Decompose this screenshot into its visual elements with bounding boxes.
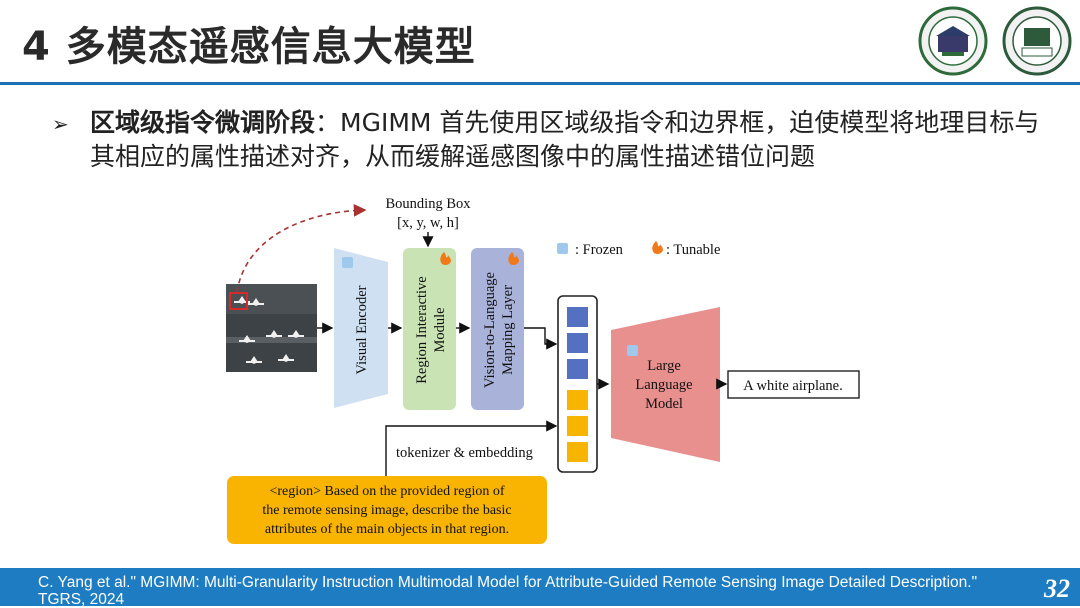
tunable-flame-icon: [508, 252, 519, 265]
output-text: A white airplane.: [743, 378, 842, 394]
bbox-title: Bounding Box: [386, 196, 472, 212]
legend-frozen-label: : Frozen: [575, 242, 624, 258]
region-interactive-block: [403, 248, 456, 410]
llm-label-2: Language: [635, 377, 692, 393]
footer-citation: C. Yang et al." MGIMM: Multi-Granularity…: [38, 574, 978, 608]
legend-tunable-icon: [652, 241, 663, 254]
bbox-coords: [x, y, w, h]: [397, 215, 459, 231]
visual-token: [567, 307, 588, 327]
text-token: [567, 442, 588, 462]
remote-sensing-image: [226, 284, 317, 372]
prompt-line-1: <region> Based on the provided region of: [269, 484, 504, 499]
bullet-heading: 区域级指令微调阶段: [90, 108, 316, 137]
region-module-label-2: Module: [432, 307, 448, 352]
bullet-arrow-icon: ➢: [52, 112, 69, 136]
tunable-flame-icon: [440, 252, 451, 265]
bullet-body: ：MGIMM 首先使用区域级指令和边界框，迫使模型将地理目标与其相应的属性描述对…: [90, 108, 1040, 171]
llm-label-1: Large: [647, 358, 681, 374]
mapping-layer-block: [471, 248, 524, 410]
mapping-label-1: Vision-to-Language: [482, 272, 498, 388]
frozen-icon: [627, 345, 638, 356]
visual-token: [567, 359, 588, 379]
text-token: [567, 416, 588, 436]
visual-encoder-label: Visual Encoder: [354, 285, 370, 374]
llm-block: [611, 307, 720, 462]
output-box: [727, 370, 860, 399]
bullet-paragraph: 区域级指令微调阶段：MGIMM 首先使用区域级指令和边界框，迫使模型将地理目标与…: [90, 106, 1050, 174]
legend-tunable-label: : Tunable: [666, 242, 720, 258]
visual-token: [567, 333, 588, 353]
university-seal-icon: [918, 6, 988, 76]
prompt-line-2: the remote sensing image, describe the b…: [262, 503, 511, 518]
region-module-label-1: Region Interactive: [414, 276, 430, 384]
footer-bar: C. Yang et al." MGIMM: Multi-Granularity…: [0, 568, 1080, 608]
prompt-box: [227, 476, 547, 544]
frozen-icon: [342, 257, 353, 268]
page-number: 32: [1044, 574, 1070, 603]
mgimm-diagram: Bounding Box [x, y, w, h] Visual Encoder…: [226, 196, 860, 544]
sigma-lab-seal-icon: [1002, 6, 1072, 76]
text-token: [567, 390, 588, 410]
title-divider: [0, 82, 1080, 85]
llm-label-3: Model: [645, 396, 683, 412]
mapping-label-2: Mapping Layer: [500, 285, 516, 375]
tokenizer-label: tokenizer & embedding: [396, 445, 533, 461]
prompt-line-3: attributes of the main objects in that r…: [265, 522, 509, 537]
bbox-pointer-arrow: [236, 203, 367, 293]
legend-frozen-icon: [557, 243, 568, 254]
slide-title: 4 多模态遥感信息大模型: [22, 24, 476, 70]
visual-encoder-block: [334, 248, 388, 408]
